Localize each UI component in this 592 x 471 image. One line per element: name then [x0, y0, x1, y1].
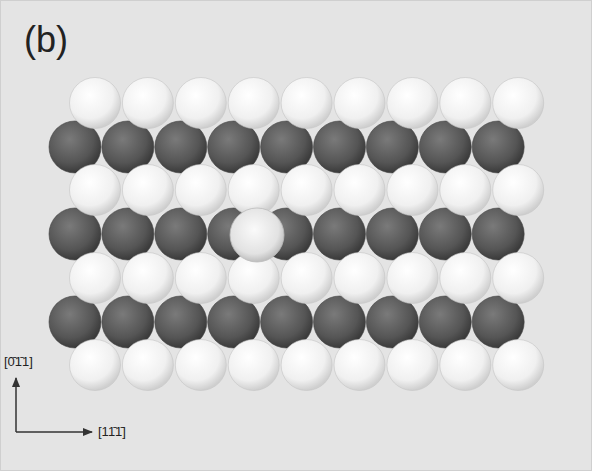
light-atom: [334, 165, 385, 216]
axis-label: [11̄1̄]: [98, 425, 126, 438]
light-atom: [493, 340, 544, 391]
light-atom: [334, 78, 385, 129]
dark-atom: [155, 208, 207, 260]
light-atom: [175, 340, 226, 391]
substituted-atom: [230, 208, 284, 262]
light-atom: [493, 78, 544, 129]
light-atom: [440, 78, 491, 129]
light-atom: [70, 340, 121, 391]
light-atom: [122, 165, 173, 216]
dark-atom: [472, 208, 524, 260]
light-atom: [440, 165, 491, 216]
light-atom: [175, 165, 226, 216]
axis-arrow-vertical: [15, 378, 17, 432]
light-atom-rows: [70, 78, 544, 391]
light-atom: [228, 78, 279, 129]
light-atom: [122, 253, 173, 304]
light-atom: [228, 340, 279, 391]
dark-atom: [49, 208, 101, 260]
axis-label: [0̄1̄1]: [4, 355, 33, 368]
light-atom: [281, 78, 332, 129]
dark-atom: [419, 208, 471, 260]
light-atom: [175, 78, 226, 129]
light-atom: [334, 253, 385, 304]
light-atom: [493, 253, 544, 304]
dark-atom-rows: [49, 121, 524, 348]
light-atom: [387, 253, 438, 304]
light-atom: [440, 340, 491, 391]
dark-atom: [366, 208, 418, 260]
panel-letter: (b): [24, 22, 68, 58]
light-atom: [387, 340, 438, 391]
light-atom: [281, 253, 332, 304]
light-atom: [122, 78, 173, 129]
light-atom: [70, 165, 121, 216]
light-atom: [387, 165, 438, 216]
light-atom: [175, 253, 226, 304]
light-atom: [334, 340, 385, 391]
axis-arrow-horizontal: [16, 431, 92, 433]
light-atom: [387, 78, 438, 129]
dark-atom: [314, 208, 366, 260]
light-atom: [281, 340, 332, 391]
light-atom: [493, 165, 544, 216]
light-atom: [281, 165, 332, 216]
light-atom: [70, 78, 121, 129]
light-atom: [70, 253, 121, 304]
light-atom: [440, 253, 491, 304]
light-atom: [122, 340, 173, 391]
dark-atom: [102, 208, 154, 260]
